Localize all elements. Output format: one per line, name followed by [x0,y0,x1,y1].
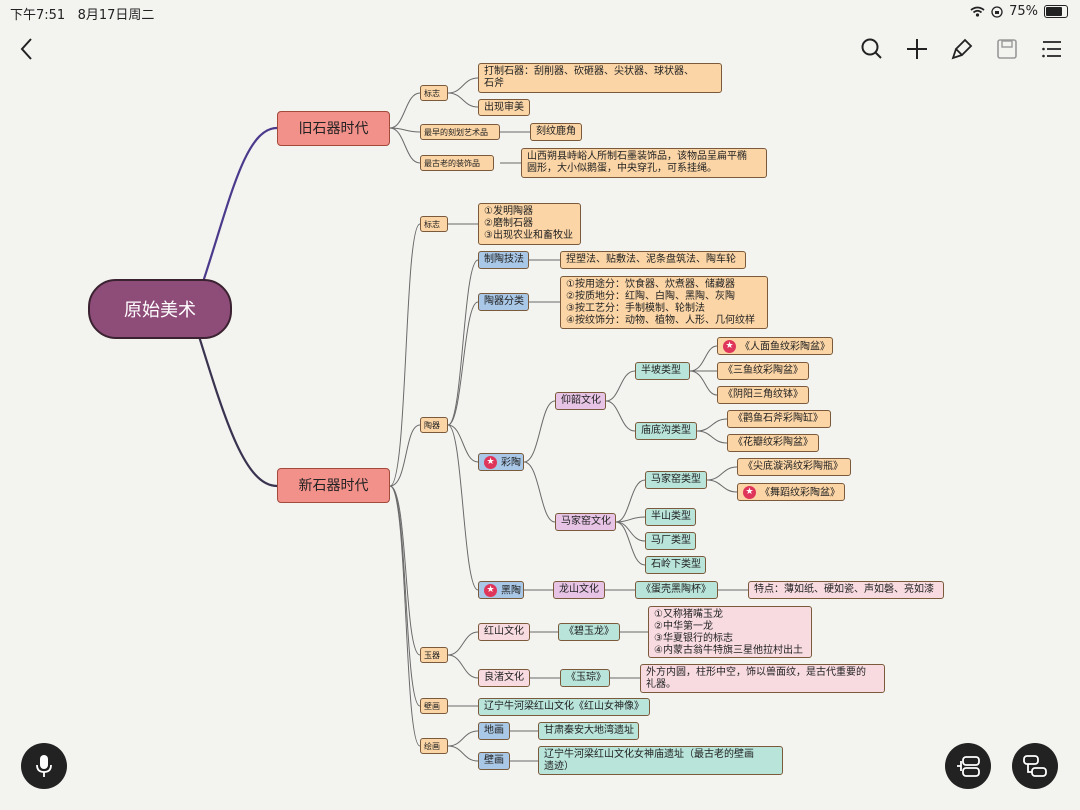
node-miao-petal[interactable]: 《花瓣纹彩陶盆》 [727,434,819,452]
node-old-ornament[interactable]: 最古老的装饰品 [420,155,494,171]
brush-icon [951,38,973,60]
add-node-button[interactable] [945,743,991,789]
node-old-ornament-detail[interactable]: 山西朔县峙峪人所制石墨装饰品，该物品呈扁平椭 圆形，大小似鹅蛋，中央穿孔，可系挂… [521,148,767,178]
node-ground-painting-detail[interactable]: 甘肃秦安大地湾遗址 [538,722,639,740]
node-jade-cong-detail[interactable]: 外方内圆，柱形中空，饰以兽面纹，是古代重要的 礼器。 [640,664,885,693]
star-icon: ★ [723,340,736,353]
microphone-icon [36,755,52,777]
node-mural[interactable]: 壁画 [420,698,448,714]
node-jade[interactable]: 玉器 [420,647,448,663]
node-banshan[interactable]: 半山类型 [645,508,696,526]
node-machang[interactable]: 马厂类型 [645,532,696,550]
voice-button[interactable] [21,743,67,789]
node-icon [957,756,980,777]
wifi-icon [970,6,985,17]
node-jade-cong[interactable]: 《玉琮》 [560,669,610,687]
node-eggshell-cup[interactable]: 《蛋壳黑陶杯》 [635,581,718,599]
node-miaodigou[interactable]: 庙底沟类型 [635,422,697,440]
node-eggshell-detail[interactable]: 特点：薄如纸、硬如瓷、声如磬、亮如漆 [748,581,944,599]
status-bar: 下午7:51 8月17日周二 75% [0,0,1080,23]
star-icon: ★ [484,584,497,597]
node-banpo[interactable]: 半坡类型 [635,362,690,380]
node-banpo-fish-face[interactable]: ★《人面鱼纹彩陶盆》 [717,337,833,355]
node-new-sign[interactable]: 标志 [420,216,448,232]
node-banpo-three-fish[interactable]: 《三鱼纹彩陶盆》 [717,362,809,380]
back-button[interactable] [12,34,42,64]
node-pottery-classification-detail[interactable]: ①按用途分：饮食器、炊煮器、储藏器 ②按质地分：红陶、白陶、黑陶、灰陶 ③按工艺… [560,276,768,329]
node-old-carved-antler[interactable]: 刻纹鹿角 [530,123,582,141]
node-pottery[interactable]: 陶器 [420,417,448,433]
orientation-lock-icon [991,5,1003,18]
node-majiayao-culture[interactable]: 马家窑文化 [555,513,616,531]
star-icon: ★ [743,486,756,499]
outline-button[interactable] [1037,34,1067,64]
star-icon: ★ [484,456,497,469]
node-liangzhu[interactable]: 良渚文化 [478,669,530,687]
mindmap-root[interactable]: 原始美术 [88,279,232,339]
node-miao-stork-fish[interactable]: 《鹳鱼石斧彩陶缸》 [727,410,831,428]
save-icon [997,39,1017,59]
node-mural-detail[interactable]: 辽宁牛河梁红山文化《红山女神像》 [478,698,650,716]
search-icon [861,38,882,59]
node-old-stone-age[interactable]: 旧石器时代 [277,111,390,146]
battery-icon [1044,5,1068,18]
node-pottery-technique-detail[interactable]: 捏塑法、贴敷法、泥条盘筑法、陶车轮 [560,251,746,269]
add-button[interactable] [902,34,932,64]
node-majia-dance[interactable]: ★《舞蹈纹彩陶盆》 [737,483,845,501]
node-wall-painting-detail[interactable]: 辽宁牛河梁红山文化女神庙遗址（最古老的壁画 遗迹） [538,746,783,775]
node-longshan[interactable]: 龙山文化 [553,581,605,599]
node-painted-pottery[interactable]: ★彩陶 [478,453,524,471]
node-jasper-dragon-detail[interactable]: ①又称猪嘴玉龙 ②中华第一龙 ③华夏银行的标志 ④内蒙古翁牛特旗三星他拉村出土 [648,606,812,658]
node-ground-painting[interactable]: 地画 [478,722,510,740]
node-majiayao-type[interactable]: 马家窑类型 [645,471,707,489]
node-majia-vortex[interactable]: 《尖底漩涡纹彩陶瓶》 [737,458,851,476]
status-time: 下午7:51 8月17日周二 [10,8,155,23]
node-yangshao[interactable]: 仰韶文化 [555,392,606,410]
style-button[interactable] [947,34,977,64]
node-pottery-classification[interactable]: 陶器分类 [478,293,529,311]
node-new-sign-detail[interactable]: ①发明陶器 ②磨制石器 ③出现农业和畜牧业 [478,203,581,245]
node-shilingxia[interactable]: 石岭下类型 [645,556,706,574]
node-old-sign[interactable]: 标志 [420,85,448,101]
subnode-icon [1023,755,1047,777]
chevron-left-icon [20,38,32,60]
node-pottery-technique[interactable]: 制陶技法 [478,251,529,269]
node-hongshan[interactable]: 红山文化 [478,623,530,641]
node-old-sign-tools[interactable]: 打制石器：刮削器、砍砸器、尖状器、球状器、 石斧 [478,63,722,93]
add-subnode-button[interactable] [1012,743,1058,789]
search-button[interactable] [857,34,887,64]
battery-percent: 75% [1009,4,1038,19]
plus-icon [907,39,927,59]
node-jasper-dragon[interactable]: 《碧玉龙》 [558,623,620,641]
save-button[interactable] [992,34,1022,64]
node-wall-painting[interactable]: 壁画 [478,752,510,770]
node-old-sign-aesthetic[interactable]: 出现审美 [478,99,530,116]
list-icon [1042,41,1061,58]
node-new-stone-age[interactable]: 新石器时代 [277,468,390,503]
node-painting[interactable]: 绘画 [420,738,448,754]
node-black-pottery[interactable]: ★黑陶 [478,581,524,599]
node-old-earliest-carving[interactable]: 最早的刻划艺术品 [420,124,500,140]
node-banpo-yinyang[interactable]: 《阴阳三角纹钵》 [717,386,809,404]
